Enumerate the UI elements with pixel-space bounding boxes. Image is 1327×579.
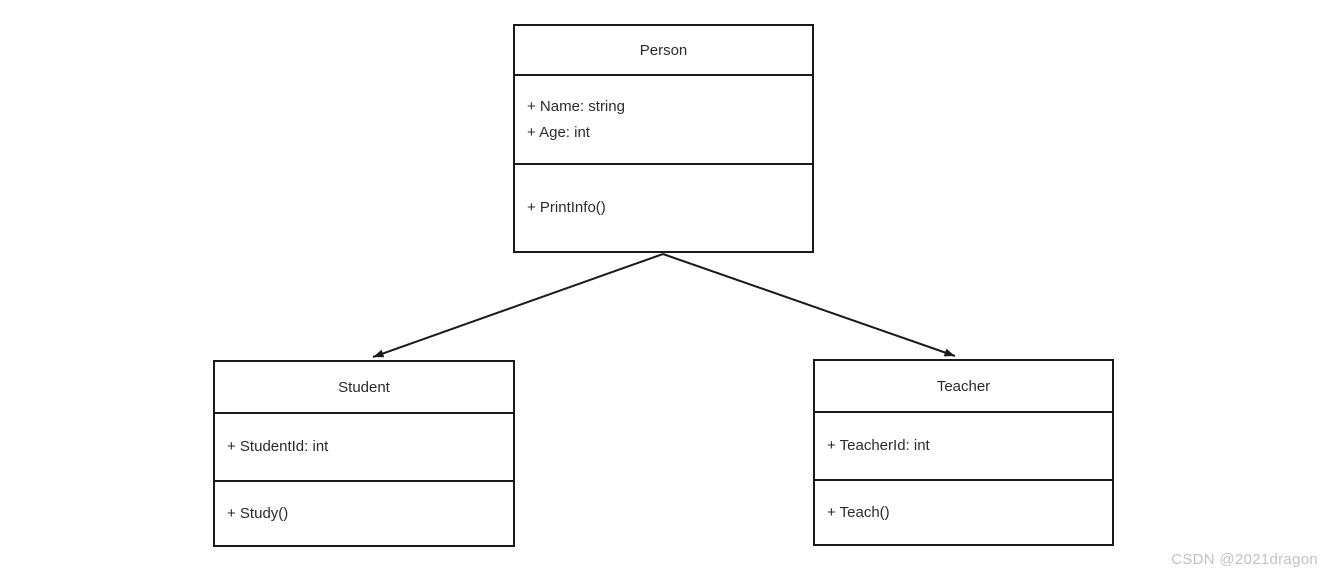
class-attributes-compartment: + Name: string + Age: int <box>515 74 812 163</box>
class-attribute: + Name: string <box>527 97 625 115</box>
arrow-person-to-teacher <box>662 253 956 357</box>
class-attributes-compartment: + TeacherId: int <box>815 411 1112 479</box>
class-box-student: Student + StudentId: int + Study() <box>213 360 515 547</box>
class-title: Teacher <box>936 377 991 395</box>
class-title: Person <box>639 41 688 59</box>
class-attribute: + StudentId: int <box>227 438 329 455</box>
class-method: + Study() <box>227 504 289 522</box>
class-method: + Teach() <box>827 503 890 521</box>
class-methods-compartment: + PrintInfo() <box>515 163 812 251</box>
class-attribute: + Age: int <box>527 123 590 141</box>
class-title: Student <box>338 378 390 396</box>
class-box-person: Person + Name: string + Age: int + Print… <box>513 24 814 253</box>
class-attributes-compartment: + StudentId: int <box>215 412 513 480</box>
watermark: CSDN @2021dragon <box>1171 551 1318 568</box>
class-method: + PrintInfo() <box>527 199 606 216</box>
class-box-teacher: Teacher + TeacherId: int + Teach() <box>813 359 1114 546</box>
class-methods-compartment: + Study() <box>215 480 513 545</box>
arrow-person-to-student <box>372 253 664 358</box>
class-methods-compartment: + Teach() <box>815 479 1112 544</box>
class-attribute: + TeacherId: int <box>827 437 930 454</box>
